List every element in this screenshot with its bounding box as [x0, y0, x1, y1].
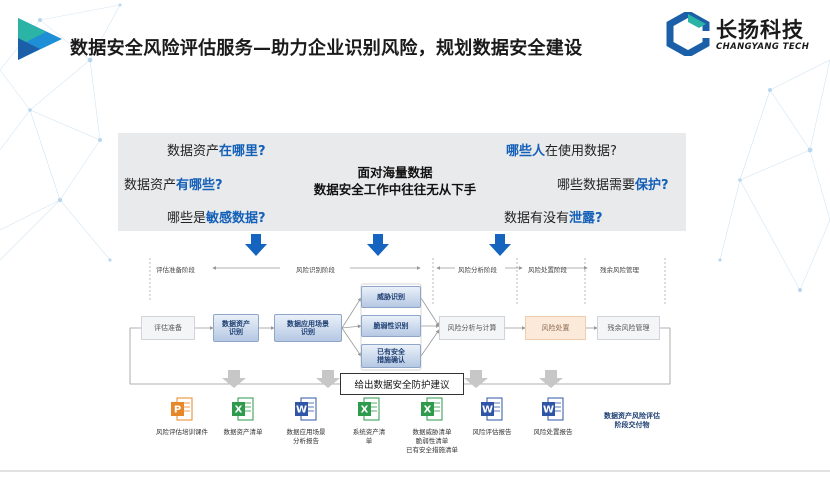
- stage-prep: 评估准备阶段: [156, 266, 195, 274]
- stage-residual: 残余风险管理: [600, 266, 639, 274]
- center-line-2: 数据安全工作中往往无从下手: [313, 182, 477, 197]
- deliverables-caption: 数据资产风险评估 阶段交付物: [604, 412, 660, 429]
- deliverable-label-line: 已有安全措施清单: [406, 446, 458, 454]
- box-scene-identify: 数据应用场景识别: [274, 314, 342, 342]
- deliverable-label-line: 数据威胁清单: [412, 428, 452, 436]
- box-vuln-identify: 脆弱性识别: [361, 315, 421, 337]
- file-icon-letter: W: [543, 405, 554, 416]
- stage-identify: 风险识别阶段: [296, 266, 335, 274]
- file-icon-letter: P: [174, 405, 181, 416]
- file-icon-letter: X: [424, 405, 432, 416]
- box-threat-identify: 威胁识别: [361, 286, 421, 308]
- question-what: 数据资产有哪些?: [124, 178, 223, 193]
- deliverable-label-line: 数据资产清单: [223, 428, 263, 436]
- triangle-logo-icon: [18, 18, 62, 60]
- deliverable-label: 数据应用场景分析报告: [266, 428, 346, 446]
- excel-icon: X: [421, 397, 443, 421]
- deliverable-label: 数据资产清单: [203, 428, 283, 437]
- box-asset-identify: 数据资产识别: [213, 314, 259, 342]
- excel-icon: X: [232, 397, 254, 421]
- brand-logo: 长扬科技 CHANGYANG TECH: [666, 9, 816, 59]
- question-where: 数据资产在哪里?: [167, 144, 266, 159]
- box-measure-confirm: 已有安全措施确认: [361, 344, 421, 368]
- down-arrow-icon: [489, 234, 511, 256]
- deliverable-label: 风险评估报告: [452, 428, 532, 437]
- powerpoint-icon: P: [171, 397, 193, 421]
- deliverable-label-line: 风险处置报告: [533, 428, 573, 436]
- excel-icon: X: [358, 397, 380, 421]
- deliverable-label-line: 风险评估培训课件: [156, 428, 208, 436]
- file-icon-letter: X: [235, 405, 243, 416]
- deliverable-label-line: 脆弱性清单: [415, 437, 449, 445]
- deliverable-label-line: 风险评估报告: [472, 428, 512, 436]
- down-arrow-icon: [245, 234, 267, 256]
- down-arrow-icon: [367, 234, 389, 256]
- file-icon-letter: W: [482, 405, 493, 416]
- word-icon: W: [481, 397, 503, 421]
- box-risk-handling: 风险处置: [525, 316, 586, 340]
- brand-name-cn: 长扬科技: [716, 18, 804, 42]
- box-residual-risk: 残余风险管理: [597, 316, 660, 340]
- center-statement: 面对海量数据 数据安全工作中往往无从下手: [300, 164, 490, 198]
- box-risk-analysis: 风险分析与计算: [439, 316, 505, 340]
- bottom-divider: [0, 470, 830, 472]
- question-band: [118, 133, 686, 231]
- advice-box: 给出数据安全防护建议: [340, 373, 464, 395]
- box-assessment-prep: 评估准备: [141, 316, 195, 340]
- stage-handling: 风险处置阶段: [528, 266, 567, 274]
- stage-analysis: 风险分析阶段: [458, 266, 497, 274]
- word-icon: W: [542, 397, 564, 421]
- hexagon-logo-icon: [666, 9, 710, 59]
- brand-name-en: CHANGYANG TECH: [716, 42, 810, 52]
- deliverable-label-line: 单: [365, 437, 373, 445]
- word-icon: W: [295, 397, 317, 421]
- deliverable-label-line: 数据应用场景: [286, 428, 326, 436]
- deliverable-label: 数据威胁清单脆弱性清单已有安全措施清单: [392, 428, 472, 455]
- file-icon-letter: X: [361, 405, 369, 416]
- question-sensitive: 哪些是敏感数据?: [167, 211, 266, 226]
- deliverable-label: 风险处置报告: [513, 428, 593, 437]
- deliverable-label: 系统资产清单: [329, 428, 409, 446]
- file-icon-letter: W: [296, 405, 307, 416]
- center-line-1: 面对海量数据: [357, 165, 433, 180]
- deliverable-label-line: 分析报告: [293, 437, 319, 445]
- page-title: 数据安全风险评估服务—助力企业识别风险，规划数据安全建设: [70, 38, 583, 59]
- question-who: 哪些人在使用数据?: [506, 144, 617, 159]
- deliverable-label: 风险评估培训课件: [142, 428, 222, 437]
- question-leak: 数据有没有泄露?: [504, 211, 603, 226]
- deliverable-label-line: 系统资产清: [352, 428, 386, 436]
- question-protect: 哪些数据需要保护?: [557, 178, 669, 193]
